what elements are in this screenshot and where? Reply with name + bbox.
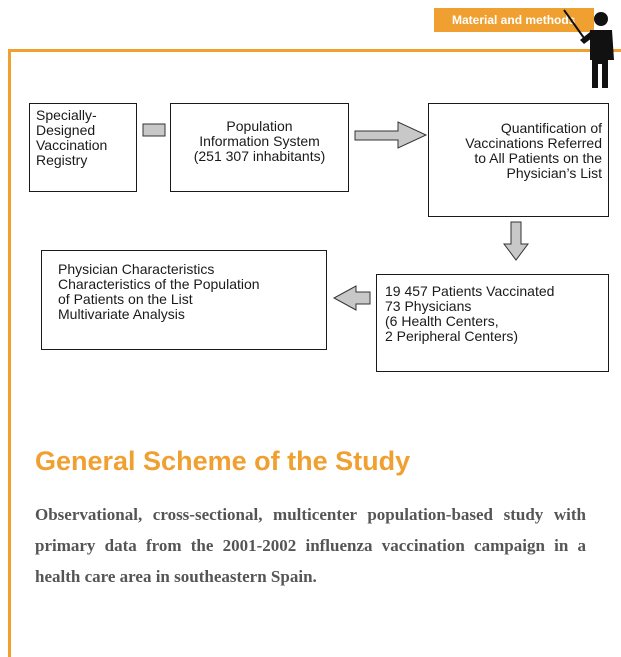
box-text-line: Designed xyxy=(36,122,96,138)
box-text-line: Physician Characteristics xyxy=(58,261,215,277)
box-text-line: to All Patients on the xyxy=(474,150,602,166)
box-text-line: Characteristics of the Population xyxy=(58,276,260,292)
quantification-to-patients-arrow xyxy=(503,221,529,261)
study-description: Observational, cross-sectional, multicen… xyxy=(35,505,586,586)
frame-top-border xyxy=(8,49,621,52)
registry-to-population-connector xyxy=(142,123,166,137)
section-title: General Scheme of the Study xyxy=(35,446,411,476)
box-text-line: Specially- xyxy=(36,107,97,123)
box-text-line: Registry xyxy=(36,152,88,168)
vaccination-registry-box: Specially- Designed Vaccination Registry xyxy=(29,103,137,192)
box-text-line: of Patients on the List xyxy=(58,291,193,307)
box-text-line: 73 Physicians xyxy=(385,298,472,314)
box-text-line: Physician’s List xyxy=(506,165,602,181)
section-tab-label: Material and methods xyxy=(452,13,576,27)
box-text-line: Information System xyxy=(199,133,320,149)
patients-to-characteristics-arrow xyxy=(332,285,371,311)
physician-characteristics-box: Physician Characteristics Characteristic… xyxy=(41,250,327,350)
box-text-line: Population xyxy=(226,118,293,134)
frame-left-border xyxy=(8,49,11,657)
quantification-box: Quantification of Vaccinations Referred … xyxy=(428,103,609,217)
box-text-line: (6 Health Centers, xyxy=(385,313,499,329)
population-information-system-box: Population Information System (251 307 i… xyxy=(170,103,349,192)
box-text-line: 2 Peripheral Centers) xyxy=(385,328,519,344)
presenter-pointing-figure-icon xyxy=(563,9,614,88)
box-text-line: Quantification of xyxy=(500,120,602,136)
box-text-line: Vaccination xyxy=(36,137,108,153)
box-text-line: (251 307 inhabitants) xyxy=(193,148,326,164)
box-text-line: 19 457 Patients Vaccinated xyxy=(385,283,555,299)
section-tab xyxy=(434,8,594,32)
population-to-quantification-arrow xyxy=(354,121,428,149)
box-text-line: Vaccinations Referred xyxy=(465,135,602,151)
patients-vaccinated-box: 19 457 Patients Vaccinated 73 Physicians… xyxy=(376,274,609,372)
box-text-line: Multivariate Analysis xyxy=(58,306,185,322)
